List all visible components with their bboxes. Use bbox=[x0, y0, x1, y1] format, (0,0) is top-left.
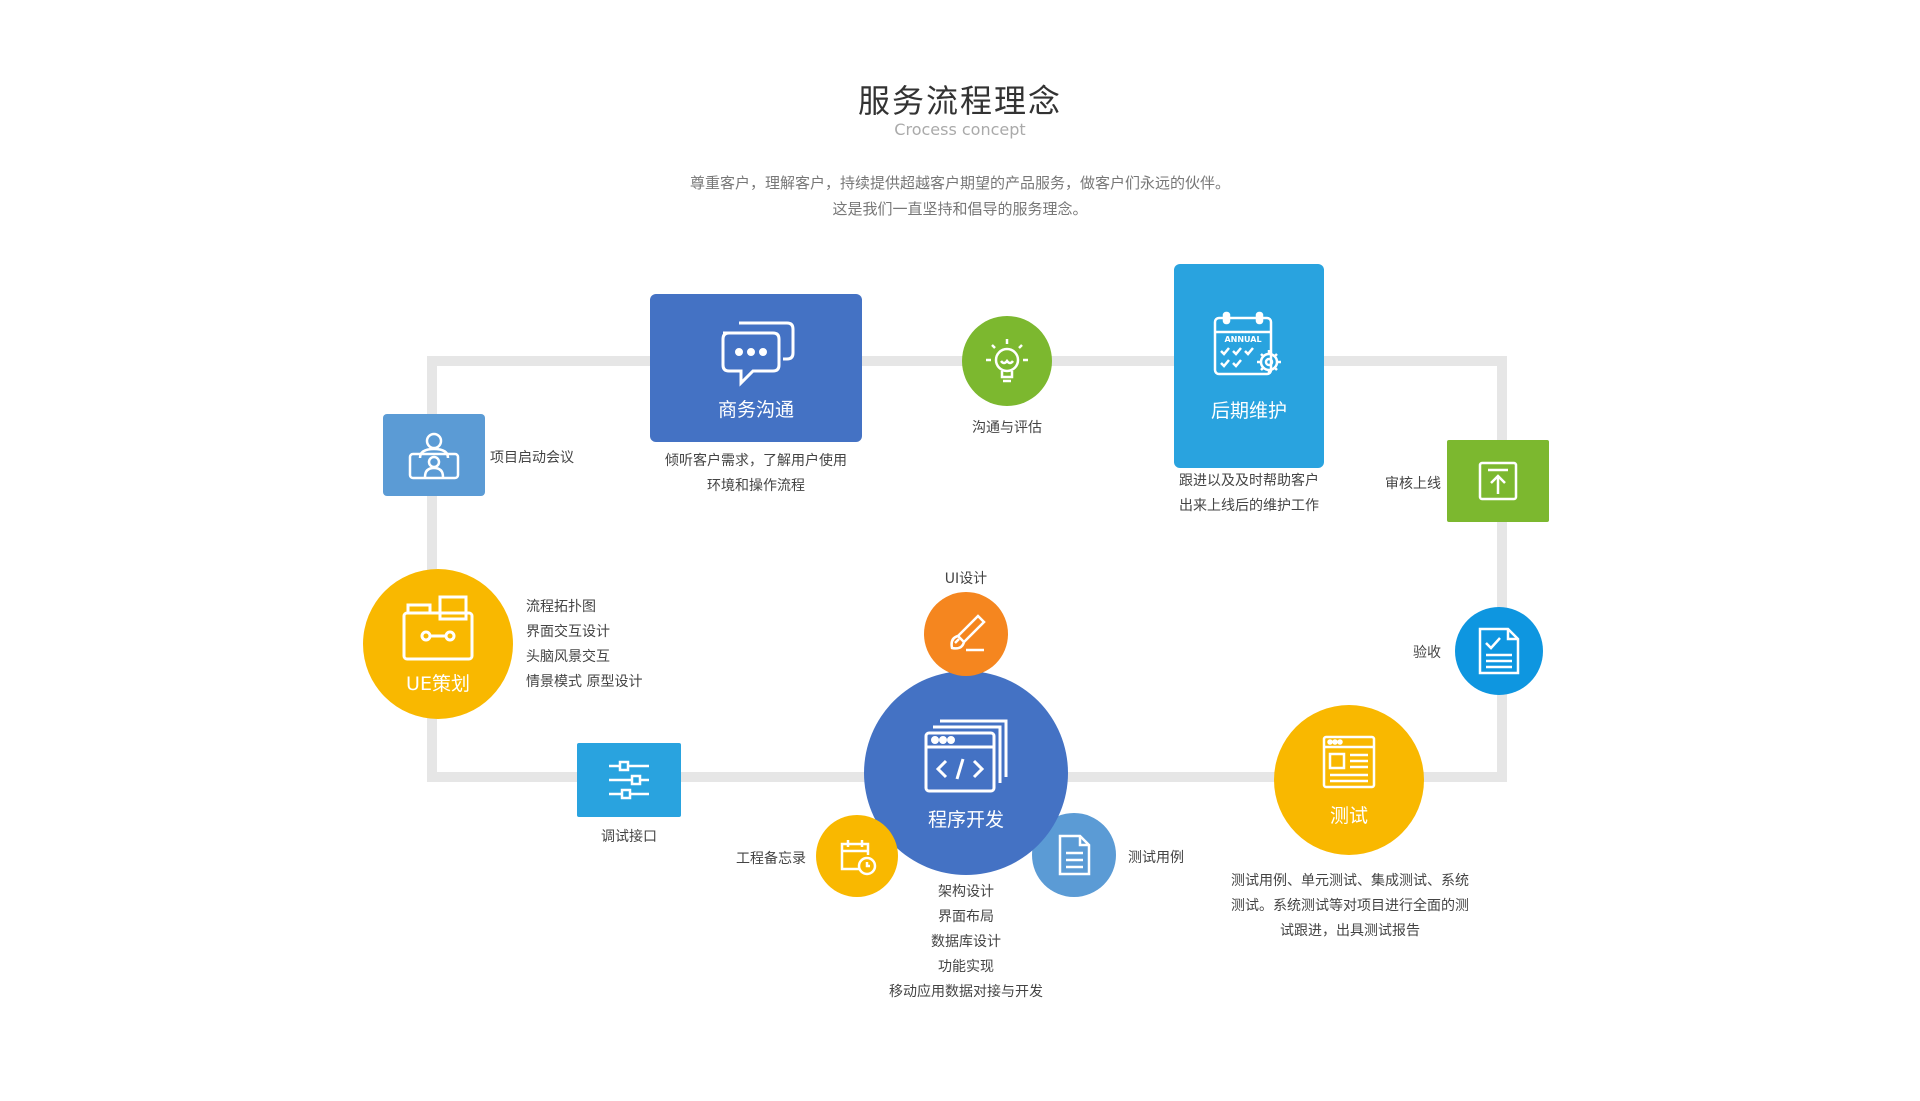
accept-label: 验收 bbox=[1413, 645, 1441, 661]
debug-label: 调试接口 bbox=[601, 829, 657, 845]
dev-desc-line: 架构设计 bbox=[938, 884, 994, 900]
ue-node[interactable]: UE策划 bbox=[363, 569, 513, 719]
flow-track-right bbox=[1497, 356, 1507, 782]
test-desc: 测试用例、单元测试、集成测试、系统 测试。系统测试等对项目进行全面的测 试跟进，… bbox=[1200, 869, 1500, 944]
debug-node[interactable] bbox=[577, 743, 681, 817]
calendar-clock-icon bbox=[840, 840, 877, 876]
lightbulb-icon bbox=[986, 339, 1028, 383]
ue-title: UE策划 bbox=[406, 672, 470, 695]
business-title: 商务沟通 bbox=[717, 398, 794, 421]
test-desc-line: 测试。系统测试等对项目进行全面的测 bbox=[1231, 898, 1469, 914]
ui-design-node[interactable] bbox=[924, 592, 1008, 676]
memo-node[interactable] bbox=[816, 815, 898, 897]
ui-design-label: UI设计 bbox=[944, 571, 988, 587]
brush-icon bbox=[950, 614, 986, 652]
business-desc-line: 倾听客户需求，了解用户使用 bbox=[665, 453, 847, 469]
evaluate-label: 沟通与评估 bbox=[972, 420, 1042, 436]
business-desc: 倾听客户需求，了解用户使用 环境和操作流程 bbox=[606, 449, 906, 499]
document-icon bbox=[1058, 834, 1091, 876]
intro-text: 尊重客户，理解客户，持续提供超越客户期望的产品服务，做客户们永远的伙伴。 这是我… bbox=[0, 170, 1920, 222]
test-desc-line: 试跟进，出具测试报告 bbox=[1280, 923, 1420, 939]
checklist-icon bbox=[1478, 627, 1520, 675]
ue-desc: 流程拓扑图 界面交互设计 头脑风景交互 情景模式 原型设计 bbox=[526, 595, 642, 695]
dev-desc: 架构设计 界面布局 数据库设计 功能实现 移动应用数据对接与开发 bbox=[866, 880, 1066, 1005]
users-icon bbox=[408, 432, 460, 480]
maintain-node[interactable]: ANNUAL 后期维护 bbox=[1174, 264, 1324, 468]
test-case-label: 测试用例 bbox=[1128, 850, 1184, 866]
dev-desc-line: 移动应用数据对接与开发 bbox=[889, 984, 1043, 1000]
business-node[interactable]: 商务沟通 bbox=[650, 294, 862, 442]
test-title: 测试 bbox=[1329, 804, 1368, 827]
page-subtitle: Crocess concept bbox=[894, 120, 1026, 139]
test-node[interactable]: 测试 bbox=[1274, 705, 1424, 855]
dev-desc-line: 功能实现 bbox=[938, 959, 994, 975]
intro-line: 尊重客户，理解客户，持续提供超越客户期望的产品服务，做客户们永远的伙伴。 bbox=[689, 174, 1230, 192]
maintain-desc-line: 出来上线后的维护工作 bbox=[1179, 498, 1319, 514]
intro-line: 这是我们一直坚持和倡导的服务理念。 bbox=[832, 200, 1088, 218]
dev-desc-line: 界面布局 bbox=[938, 909, 994, 925]
memo-label: 工程备忘录 bbox=[736, 851, 806, 867]
dev-node[interactable]: 程序开发 bbox=[864, 671, 1068, 875]
chat-bubbles-icon bbox=[721, 321, 795, 387]
test-desc-line: 测试用例、单元测试、集成测试、系统 bbox=[1231, 873, 1469, 889]
folder-icon bbox=[402, 595, 474, 660]
maintain-desc-line: 跟进以及及时帮助客户 bbox=[1179, 473, 1319, 489]
ue-desc-line: 流程拓扑图 bbox=[526, 599, 596, 615]
browser-window-icon bbox=[1322, 735, 1376, 788]
maintain-title: 后期维护 bbox=[1210, 399, 1287, 422]
launch-label: 审核上线 bbox=[1385, 476, 1441, 492]
ue-desc-line: 情景模式 原型设计 bbox=[526, 674, 643, 690]
business-desc-line: 环境和操作流程 bbox=[707, 478, 805, 494]
dev-title: 程序开发 bbox=[927, 808, 1004, 831]
launch-node[interactable] bbox=[1447, 440, 1549, 522]
maintain-desc: 跟进以及及时帮助客户 出来上线后的维护工作 bbox=[1124, 469, 1374, 519]
page-title: 服务流程理念 bbox=[857, 82, 1062, 120]
sliders-icon bbox=[609, 760, 649, 800]
code-window-icon bbox=[924, 719, 1008, 792]
annual-calendar-icon: ANNUAL bbox=[1213, 311, 1281, 375]
kickoff-label: 项目启动会议 bbox=[490, 450, 574, 466]
accept-node[interactable] bbox=[1455, 607, 1543, 695]
kickoff-node[interactable] bbox=[383, 414, 485, 496]
evaluate-node[interactable] bbox=[962, 316, 1052, 406]
ue-desc-line: 界面交互设计 bbox=[526, 624, 610, 640]
ue-desc-line: 头脑风景交互 bbox=[526, 649, 610, 665]
upload-icon bbox=[1478, 461, 1518, 501]
annual-text: ANNUAL bbox=[1224, 335, 1261, 344]
dev-desc-line: 数据库设计 bbox=[931, 934, 1001, 950]
